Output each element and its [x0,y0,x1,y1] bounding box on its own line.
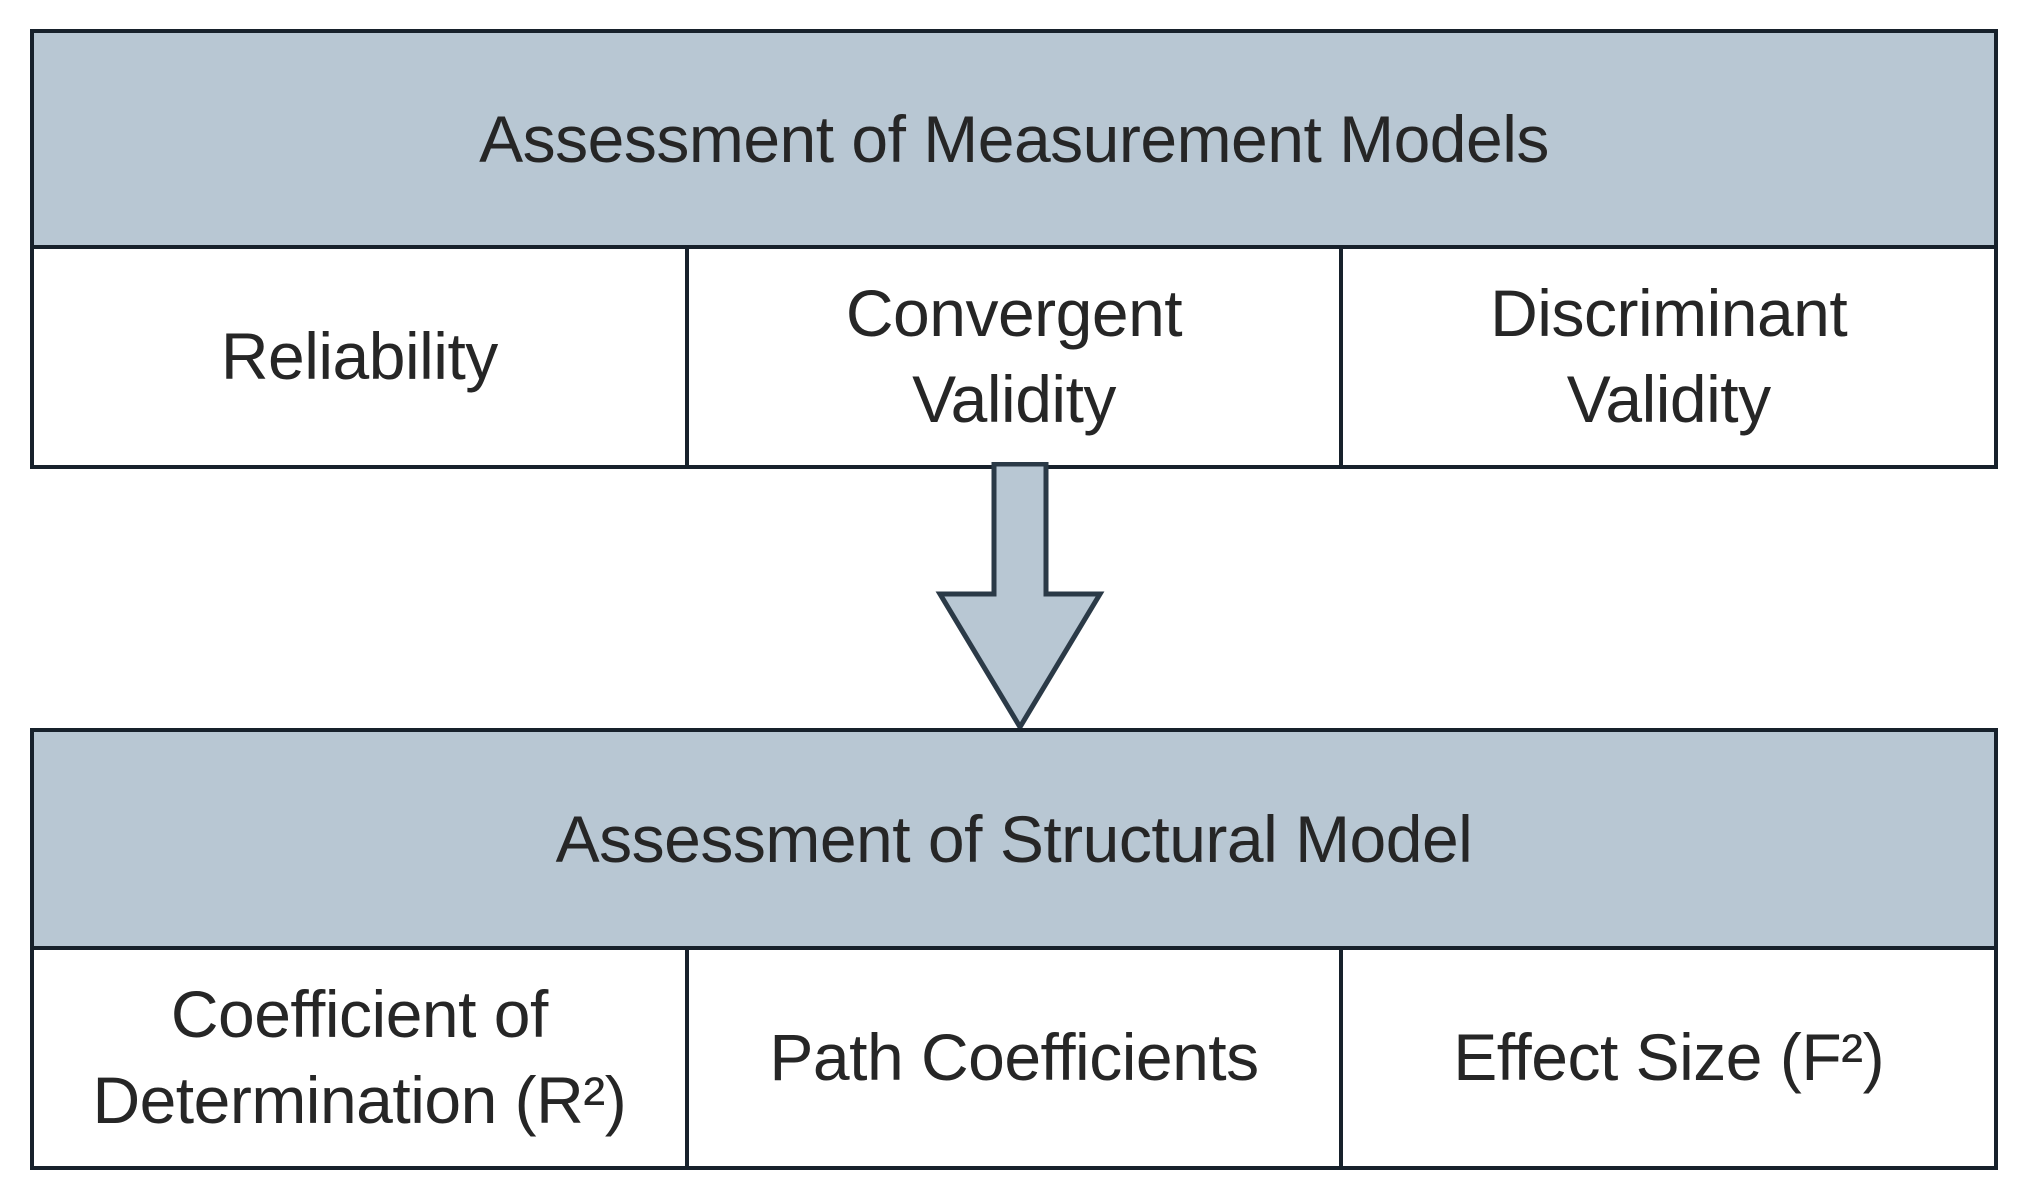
criterion-discriminant-validity: Discriminant Validity [1339,249,1994,465]
criterion-discriminant-validity-line-1: Discriminant [1490,276,1848,351]
measurement-criteria-row: Reliability Convergent Validity Discrimi… [30,249,1998,469]
criterion-discriminant-validity-line-2: Validity [1566,362,1771,436]
criterion-coefficient-of-determination: Coefficient of Determination (R²) [34,950,685,1166]
criterion-convergent-validity: Convergent Validity [684,249,1340,465]
structural-model-panel: Assessment of Structural Model Coefficie… [30,728,1998,1170]
criterion-coefficient-of-determination-line-2: Determination (R²) [92,1063,627,1137]
criterion-convergent-validity-line-1: Convergent [845,276,1183,351]
criterion-coefficient-of-determination-line-1: Coefficient of [170,977,549,1052]
criterion-effect-size: Effect Size (F²) [1339,950,1994,1166]
measurement-models-panel: Assessment of Measurement Models Reliabi… [30,29,1998,469]
criterion-convergent-validity-line-2: Validity [912,362,1116,436]
structural-model-title: Assessment of Structural Model [30,728,1998,950]
criterion-path-coefficients-label: Path Coefficients [769,1020,1259,1095]
down-arrow-shape [935,462,1105,732]
structural-criteria-row: Coefficient of Determination (R²) Path C… [30,950,1998,1170]
criterion-reliability: Reliability [34,249,685,465]
criterion-effect-size-label: Effect Size (F²) [1453,1020,1885,1095]
criterion-path-coefficients: Path Coefficients [684,950,1340,1166]
down-arrow-icon [935,462,1105,732]
criterion-reliability-label: Reliability [220,319,498,394]
measurement-models-title: Assessment of Measurement Models [30,29,1998,249]
